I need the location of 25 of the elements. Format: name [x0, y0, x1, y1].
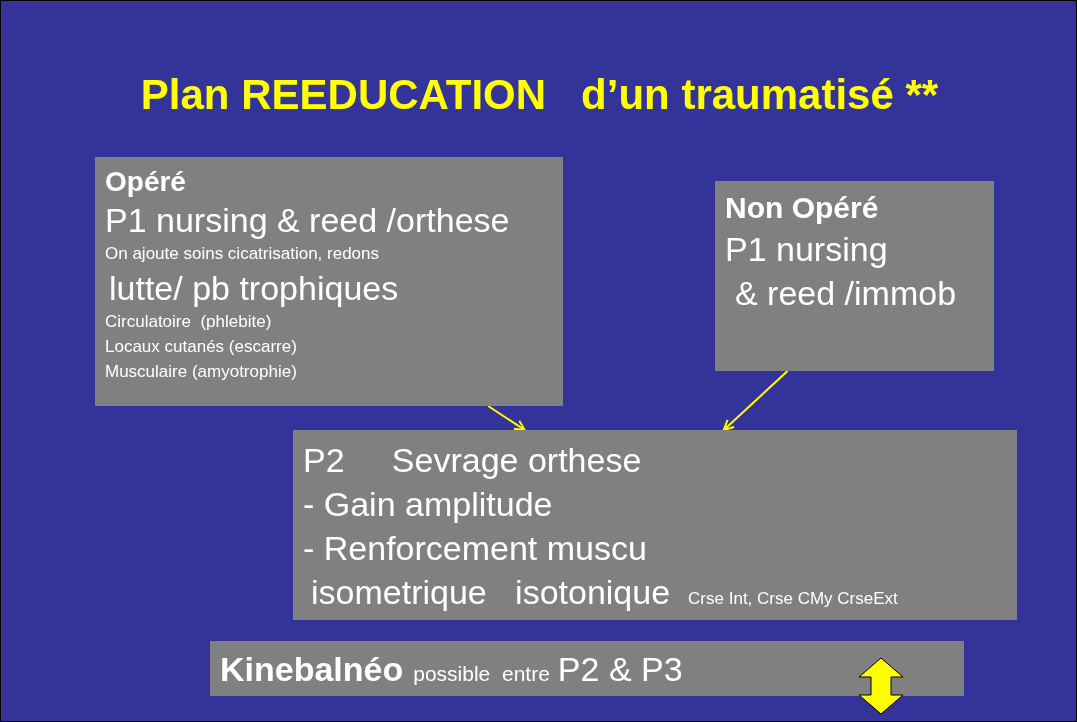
text: lutte/ pb trophiques — [108, 268, 400, 309]
text: Circulatoire (phlebite) — [105, 311, 273, 333]
note-bar — [210, 641, 964, 696]
arrow — [722, 370, 789, 431]
heading: Non Opéré — [725, 190, 880, 226]
text: P1 nursing & reed /orthese — [105, 200, 511, 241]
text: P1 nursing — [725, 229, 889, 270]
heading: Kinebalnéo — [220, 649, 404, 690]
text: Musculaire (amyotrophie) — [105, 361, 298, 383]
text: possible entre — [413, 661, 550, 687]
text: & reed /immob — [734, 273, 958, 314]
text: isometrique isotonique — [310, 572, 671, 613]
heading: Opéré — [105, 165, 187, 199]
text: - Gain amplitude — [303, 484, 554, 525]
text: P2 Sevrage orthese — [303, 440, 643, 481]
text: Crse Int, Crse CMy CrseExt — [688, 588, 898, 610]
text: Locaux cutanés (escarre) — [105, 336, 298, 358]
phase-box — [293, 430, 1017, 620]
slide-title: Plan REEDUCATION d’un traumatisé ** — [139, 71, 940, 119]
text: - Renforcement muscu — [303, 528, 648, 569]
phase-box — [95, 157, 563, 406]
arrow — [487, 405, 526, 431]
text: On ajoute soins cicatrisation, redons — [105, 243, 381, 265]
text: P2 & P3 — [557, 649, 683, 690]
phase-box — [715, 181, 994, 371]
